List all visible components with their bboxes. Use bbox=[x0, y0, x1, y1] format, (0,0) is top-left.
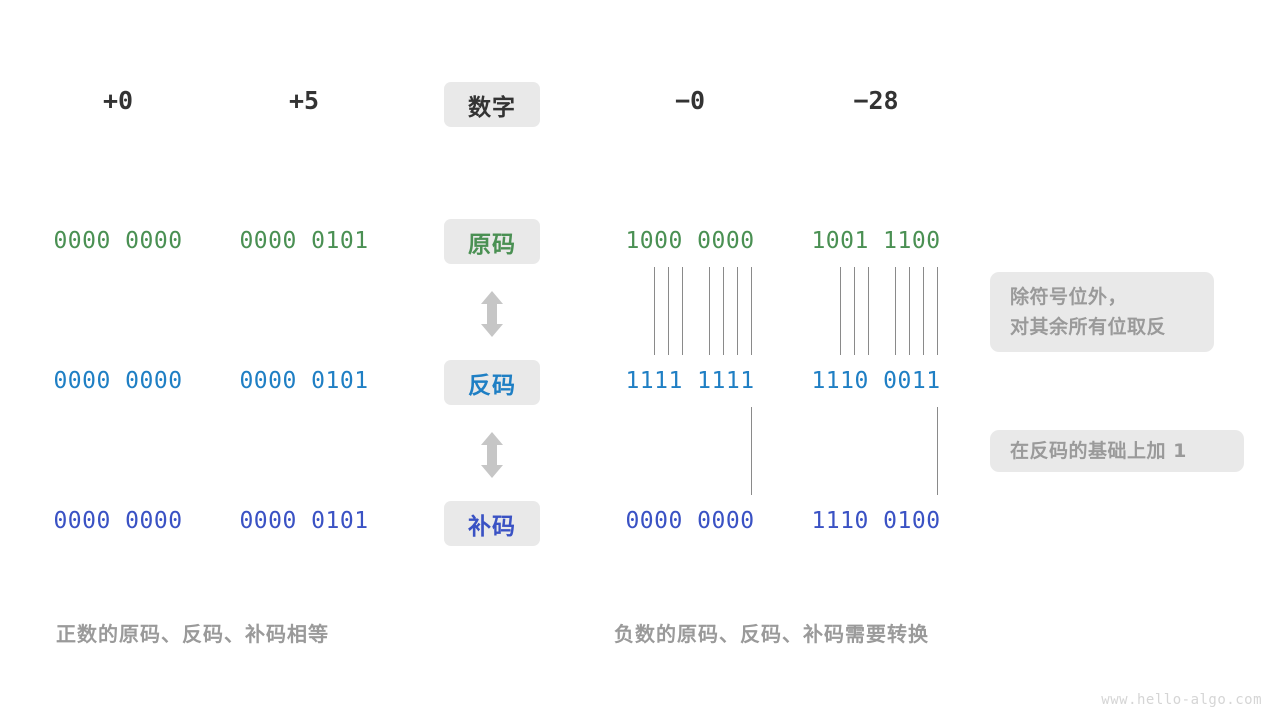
cell-ones-complement-pos-zero: 0000 0000 bbox=[53, 368, 183, 394]
row-header-badge-number: 数字 bbox=[444, 82, 540, 127]
cell-twos-complement-neg-twentyeight: 1110 0100 bbox=[811, 508, 941, 534]
cell-sign-magnitude-pos-zero: 0000 0000 bbox=[53, 228, 183, 254]
note-add-one: 在反码的基础上加 1 bbox=[990, 430, 1244, 472]
caption-positive-numbers: 正数的原码、反码、补码相等 bbox=[56, 622, 329, 646]
note-add-one-text: 在反码的基础上加 1 bbox=[1010, 440, 1187, 462]
cell-sign-magnitude-neg-zero: 1000 0000 bbox=[625, 228, 755, 254]
note-invert-bits-line2: 对其余所有位取反 bbox=[1010, 316, 1167, 338]
column-header-neg-twentyeight: −28 bbox=[853, 86, 899, 115]
cell-sign-magnitude-neg-twentyeight: 1001 1100 bbox=[811, 228, 941, 254]
cell-twos-complement-neg-zero: 0000 0000 bbox=[625, 508, 755, 534]
transform-arrow-sign-to-ones bbox=[479, 291, 505, 337]
cell-ones-complement-pos-five: 0000 0101 bbox=[239, 368, 369, 394]
cell-sign-magnitude-pos-five: 0000 0101 bbox=[239, 228, 369, 254]
watermark: www.hello-algo.com bbox=[1101, 692, 1262, 708]
row-label-badge-sign-magnitude: 原码 bbox=[444, 219, 540, 264]
row-label-badge-twos-complement: 补码 bbox=[444, 501, 540, 546]
column-header-pos-zero: +0 bbox=[102, 86, 134, 115]
row-label-badge-ones-complement: 反码 bbox=[444, 360, 540, 405]
note-invert-bits-line1: 除符号位外， bbox=[1010, 286, 1128, 308]
column-header-pos-five: +5 bbox=[288, 86, 320, 115]
cell-twos-complement-pos-zero: 0000 0000 bbox=[53, 508, 183, 534]
note-invert-bits: 除符号位外， 对其余所有位取反 bbox=[990, 272, 1214, 352]
column-header-neg-zero: −0 bbox=[674, 86, 706, 115]
transform-arrow-ones-to-twos bbox=[479, 432, 505, 478]
cell-ones-complement-neg-zero: 1111 1111 bbox=[625, 368, 755, 394]
caption-negative-numbers: 负数的原码、反码、补码需要转换 bbox=[614, 622, 929, 646]
cell-twos-complement-pos-five: 0000 0101 bbox=[239, 508, 369, 534]
cell-ones-complement-neg-twentyeight: 1110 0011 bbox=[811, 368, 941, 394]
